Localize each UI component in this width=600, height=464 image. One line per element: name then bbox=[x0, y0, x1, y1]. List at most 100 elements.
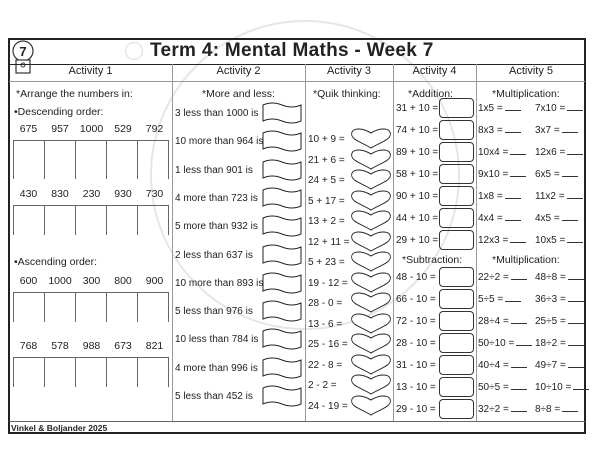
answer-blank[interactable] bbox=[567, 323, 584, 324]
answer-box[interactable] bbox=[44, 293, 75, 322]
heart-answer-box[interactable] bbox=[350, 395, 392, 417]
answer-boxes[interactable] bbox=[13, 140, 169, 179]
answer-box[interactable] bbox=[439, 186, 474, 206]
answer-box[interactable] bbox=[439, 164, 474, 184]
answer-blank[interactable] bbox=[510, 389, 527, 390]
answer-box[interactable] bbox=[106, 293, 137, 322]
answer-box[interactable] bbox=[75, 206, 106, 235]
answer-box[interactable] bbox=[137, 141, 169, 179]
answer-box[interactable] bbox=[439, 311, 474, 331]
answer-box[interactable] bbox=[13, 293, 44, 322]
quick-thinking-question: 28 - 0 = bbox=[308, 298, 343, 309]
answer-blank[interactable] bbox=[573, 389, 590, 390]
heart-answer-box[interactable] bbox=[350, 313, 392, 335]
math-fact-text: 32÷2 = bbox=[478, 404, 509, 415]
heart-answer-box[interactable] bbox=[350, 333, 392, 355]
answer-box[interactable] bbox=[439, 333, 474, 353]
answer-blank[interactable] bbox=[516, 345, 533, 346]
flag-answer-box[interactable] bbox=[262, 328, 302, 350]
answer-box[interactable] bbox=[13, 141, 44, 179]
answer-blank[interactable] bbox=[561, 220, 578, 221]
flag-answer-box[interactable] bbox=[262, 102, 302, 124]
answer-box[interactable] bbox=[137, 293, 169, 322]
answer-blank[interactable] bbox=[510, 411, 527, 412]
answer-box[interactable] bbox=[44, 358, 75, 387]
answer-box[interactable] bbox=[106, 141, 137, 179]
answer-box[interactable] bbox=[137, 358, 169, 387]
number-to-order: 1000 bbox=[48, 275, 72, 287]
answer-box[interactable] bbox=[106, 358, 137, 387]
answer-blank[interactable] bbox=[510, 323, 527, 324]
flag-answer-box[interactable] bbox=[262, 300, 302, 322]
number-to-order: 578 bbox=[51, 340, 69, 352]
answer-box[interactable] bbox=[439, 230, 474, 250]
heart-answer-box[interactable] bbox=[350, 292, 392, 314]
answer-blank[interactable] bbox=[561, 176, 578, 177]
answer-box[interactable] bbox=[439, 355, 474, 375]
flag-answer-box[interactable] bbox=[262, 215, 302, 237]
addition-question: 74 + 10 = bbox=[396, 125, 439, 136]
answer-blank[interactable] bbox=[561, 132, 578, 133]
flag-answer-box[interactable] bbox=[262, 272, 302, 294]
answer-blank[interactable] bbox=[510, 279, 527, 280]
answer-box[interactable] bbox=[44, 141, 75, 179]
answer-blank[interactable] bbox=[562, 411, 579, 412]
math-fact: 4x5 = bbox=[535, 213, 578, 224]
answer-blank[interactable] bbox=[504, 220, 521, 221]
heart-answer-box[interactable] bbox=[350, 231, 392, 253]
answer-blank[interactable] bbox=[567, 345, 584, 346]
heart-answer-box[interactable] bbox=[350, 374, 392, 396]
answer-blank[interactable] bbox=[567, 242, 584, 243]
answer-box[interactable] bbox=[75, 141, 106, 179]
answer-box[interactable] bbox=[439, 98, 474, 118]
answer-blank[interactable] bbox=[567, 279, 584, 280]
answer-blank[interactable] bbox=[510, 176, 527, 177]
answer-box[interactable] bbox=[75, 358, 106, 387]
flag-answer-box[interactable] bbox=[262, 159, 302, 181]
heart-answer-box[interactable] bbox=[350, 128, 392, 150]
answer-boxes[interactable] bbox=[13, 292, 169, 322]
answer-box[interactable] bbox=[106, 206, 137, 235]
answer-blank[interactable] bbox=[504, 110, 521, 111]
answer-boxes[interactable] bbox=[13, 205, 169, 235]
answer-box[interactable] bbox=[13, 358, 44, 387]
answer-box[interactable] bbox=[439, 289, 474, 309]
answer-box[interactable] bbox=[439, 267, 474, 287]
answer-blank[interactable] bbox=[504, 132, 521, 133]
flag-answer-box[interactable] bbox=[262, 130, 302, 152]
answer-blank[interactable] bbox=[510, 367, 527, 368]
answer-blank[interactable] bbox=[567, 301, 584, 302]
answer-box[interactable] bbox=[439, 208, 474, 228]
heart-answer-box[interactable] bbox=[350, 354, 392, 376]
answer-boxes[interactable] bbox=[13, 357, 169, 387]
answer-blank[interactable] bbox=[567, 110, 584, 111]
heart-answer-box[interactable] bbox=[350, 169, 392, 191]
answer-box[interactable] bbox=[75, 293, 106, 322]
number-to-order: 430 bbox=[19, 188, 38, 200]
math-fact: 12x3 = bbox=[478, 235, 527, 246]
flag-answer-box[interactable] bbox=[262, 385, 302, 407]
answer-box[interactable] bbox=[137, 206, 169, 235]
answer-box[interactable] bbox=[13, 206, 44, 235]
answer-blank[interactable] bbox=[566, 198, 583, 199]
flag-answer-box[interactable] bbox=[262, 357, 302, 379]
heart-answer-box[interactable] bbox=[350, 149, 392, 171]
answer-box[interactable] bbox=[439, 142, 474, 162]
answer-box[interactable] bbox=[44, 206, 75, 235]
answer-box[interactable] bbox=[439, 399, 474, 419]
answer-blank[interactable] bbox=[510, 154, 527, 155]
answer-box[interactable] bbox=[439, 377, 474, 397]
answer-blank[interactable] bbox=[505, 301, 522, 302]
answer-blank[interactable] bbox=[510, 242, 527, 243]
flag-answer-box[interactable] bbox=[262, 187, 302, 209]
heart-answer-box[interactable] bbox=[350, 190, 392, 212]
answer-blank[interactable] bbox=[567, 154, 584, 155]
answer-blank[interactable] bbox=[567, 367, 584, 368]
answer-blank[interactable] bbox=[504, 198, 521, 199]
flag-answer-box[interactable] bbox=[262, 244, 302, 266]
heart-answer-box[interactable] bbox=[350, 210, 392, 232]
answer-box[interactable] bbox=[439, 120, 474, 140]
heart-answer-box[interactable] bbox=[350, 251, 392, 273]
heart-answer-box[interactable] bbox=[350, 272, 392, 294]
math-fact-text: 50÷5 = bbox=[478, 382, 509, 393]
